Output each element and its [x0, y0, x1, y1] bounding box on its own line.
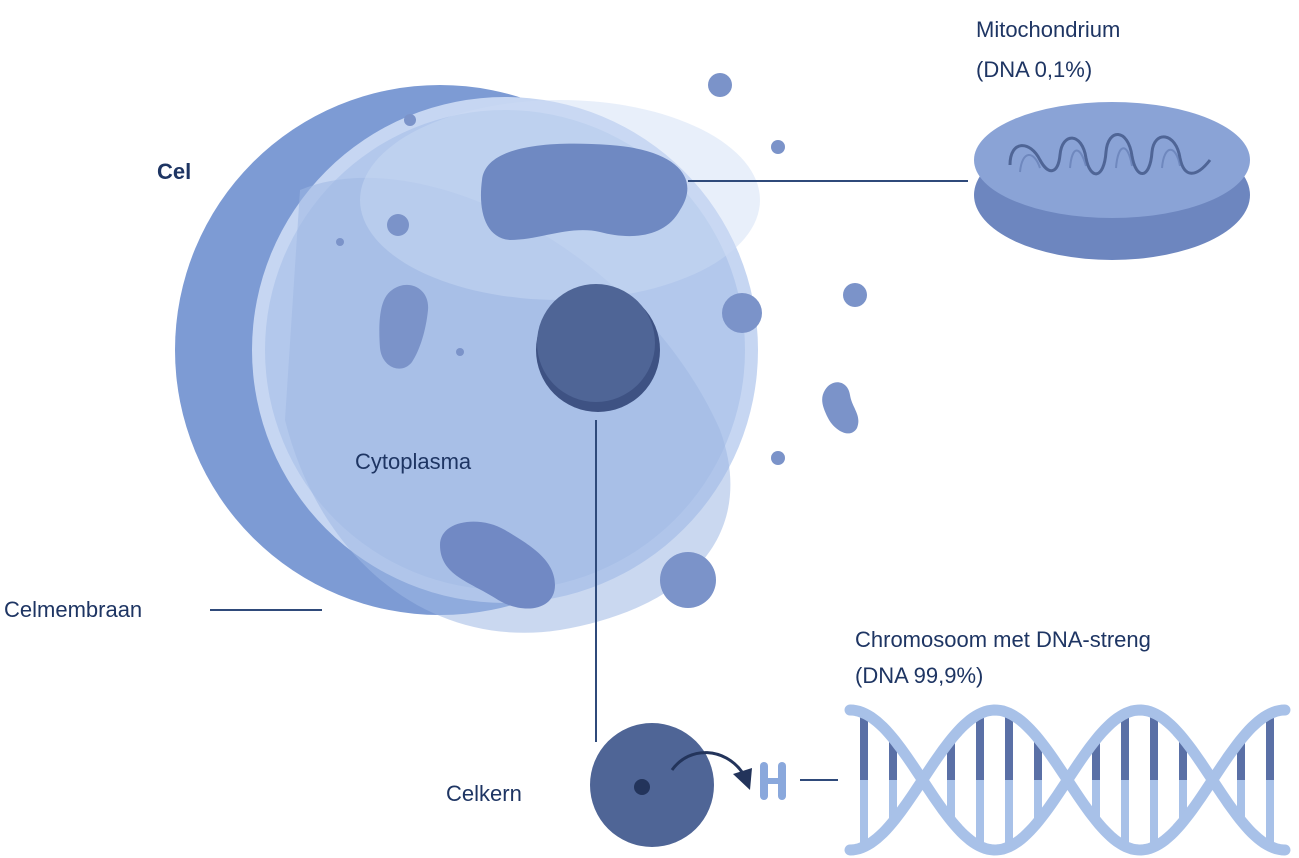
dna-base-pair: [947, 739, 955, 780]
label-chromosome-name: Chromosoom met DNA-streng: [855, 627, 1151, 652]
vesicle: [722, 293, 762, 333]
organelle-bottom: [440, 521, 555, 609]
vesicle: [660, 552, 716, 608]
arrow-curve: [670, 751, 744, 773]
dna-base-pair: [1150, 780, 1158, 847]
dna-base-pair: [976, 780, 984, 847]
dna-base-pair: [1092, 780, 1100, 821]
dna-base-pair: [1034, 738, 1042, 780]
dna-base-pair: [1179, 780, 1187, 822]
vesicle: [771, 451, 785, 465]
dna-base-pair: [1034, 780, 1042, 822]
dna-base-pair: [860, 713, 868, 780]
dna-base-pair: [1237, 780, 1245, 821]
organelle-top: [480, 143, 688, 240]
celkern-nucleolus: [634, 779, 650, 795]
dna-base-pair: [889, 780, 897, 822]
label-chromosome-dna: (DNA 99,9%): [855, 663, 984, 688]
dna-base-pair: [1266, 780, 1274, 847]
mitochondrion-top: [974, 102, 1250, 218]
dna-base-pair: [1179, 738, 1187, 780]
label-nucleus: Celkern: [446, 781, 522, 806]
vesicle: [708, 73, 732, 97]
celkern-small: [590, 723, 752, 847]
dna-base-pair: [1121, 780, 1129, 847]
dna-base-pair: [889, 738, 897, 780]
label-membrane: Celmembraan: [4, 597, 143, 622]
arrow-head-icon: [733, 768, 752, 790]
celkern-body: [590, 723, 714, 847]
organelles: [336, 73, 867, 609]
vesicle: [336, 238, 344, 246]
dna-base-pair: [1237, 739, 1245, 780]
dna-base-pair: [1266, 713, 1274, 780]
label-mitochondrion-name: Mitochondrium: [976, 17, 1121, 42]
nucleus-in-cell: [536, 284, 660, 412]
vesicle: [387, 214, 409, 236]
mitochondrion-cristae-inner: [1019, 147, 1181, 173]
dna-base-pair: [860, 780, 868, 847]
mini-chromosome-icon: [760, 762, 786, 800]
dna-base-pair: [1005, 713, 1013, 780]
mitochondrion-cristae: [1008, 133, 1212, 176]
label-cytoplasm: Cytoplasma: [355, 449, 472, 474]
dna-base-pair: [947, 780, 955, 821]
mitochondrion: [974, 102, 1250, 260]
dna-base-pair: [1092, 739, 1100, 780]
dna-strand: [844, 704, 1291, 856]
vesicle: [404, 114, 416, 126]
organelle-right: [822, 382, 859, 434]
label-mitochondrion-dna: (DNA 0,1%): [976, 57, 1093, 82]
vesicle: [843, 283, 867, 307]
dna-base-pair: [1150, 713, 1158, 780]
label-cell: Cel: [157, 159, 192, 184]
dna-base-pair: [976, 713, 984, 780]
leader-lines: [210, 180, 968, 781]
dna-backbone-b: [844, 704, 1291, 856]
vesicle: [456, 348, 464, 356]
dna-base-pair: [1005, 780, 1013, 847]
nucleus-face: [537, 284, 655, 402]
dna-base-pair: [1121, 713, 1129, 780]
vesicle: [771, 140, 785, 154]
organelle-left: [379, 284, 429, 369]
